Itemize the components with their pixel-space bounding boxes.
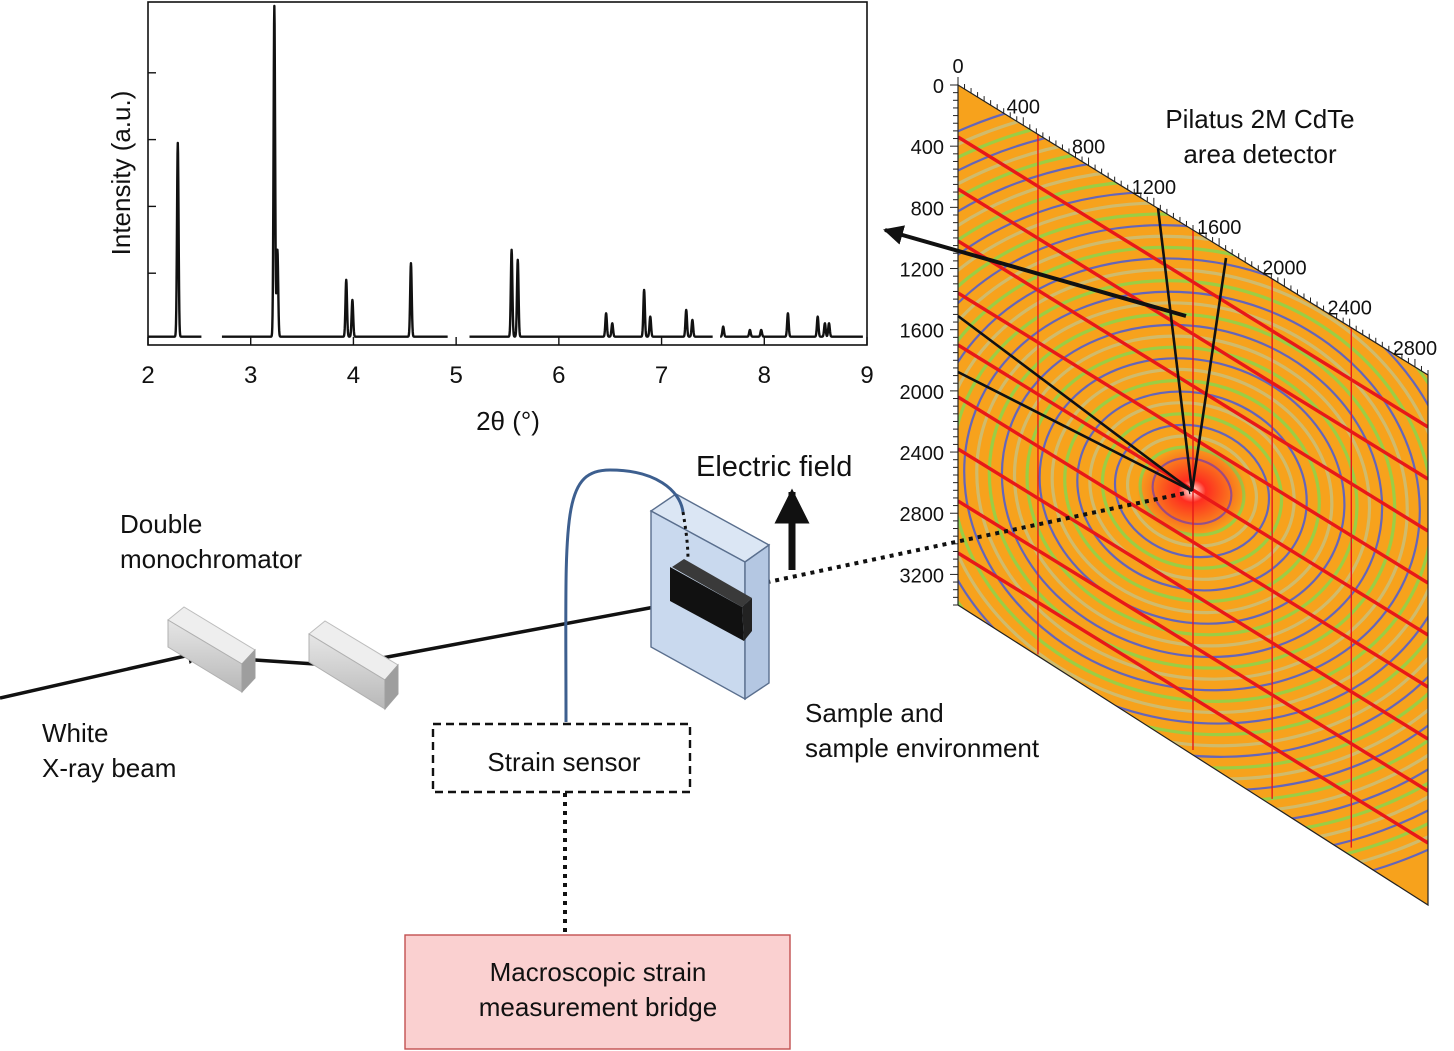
bridge-label-line2: measurement bridge xyxy=(479,992,717,1022)
x-tick-marks: 2 3 4 5 6 7 8 9 xyxy=(141,337,874,389)
chart-pointer-arrow xyxy=(883,225,1187,318)
trace-segment xyxy=(147,141,203,338)
electric-field-label: Electric field xyxy=(696,451,852,483)
detector-col-label: 2000 xyxy=(1262,257,1307,279)
detector-row-label: 2000 xyxy=(900,382,945,404)
xrd-pattern-chart: 2 3 4 5 6 7 8 9 Intensity (a.u.) 2θ (°) xyxy=(106,1,874,436)
detector-col-label: 1600 xyxy=(1197,217,1242,239)
diffraction-ring xyxy=(987,312,1397,670)
diffraction-ring xyxy=(1050,367,1334,615)
strain-sensor-box: Strain sensor xyxy=(431,722,692,794)
diffraction-trace xyxy=(147,4,864,338)
detector-col-label: 2400 xyxy=(1327,298,1372,320)
x-tick-label: 2 xyxy=(141,362,154,389)
detector-column-labels: 0 400 800 1200 1600 2000 2400 2800 xyxy=(952,56,1437,360)
detector-ruler-ticks xyxy=(950,77,1429,606)
measurement-bridge-box: Macroscopic strain measurement bridge xyxy=(404,934,791,1050)
trace-segment xyxy=(221,4,449,338)
sample-environment-line1: Sample and xyxy=(805,698,944,728)
area-detector: 0 400 800 1200 1600 2000 2400 2800 0 400 800 1200 1… xyxy=(883,56,1437,907)
x-tick-label: 9 xyxy=(860,362,873,389)
beam-path xyxy=(0,490,1191,700)
detector-row-labels: 0 400 800 1200 1600 2000 2400 2800 3200 xyxy=(900,76,945,587)
detector-row-label: 1200 xyxy=(900,260,945,282)
trace-segment xyxy=(719,312,864,338)
diffraction-ring xyxy=(1063,378,1321,604)
detector-col-label: 0 xyxy=(952,56,963,78)
beam-between-crystals xyxy=(254,658,316,666)
detector-row-label: 400 xyxy=(911,137,944,159)
y-axis-label: Intensity (a.u.) xyxy=(106,91,136,256)
diffraction-ring xyxy=(1113,423,1271,559)
sensor-cable xyxy=(564,468,685,723)
x-tick-label: 5 xyxy=(449,362,462,389)
detector-row-label: 2400 xyxy=(900,443,945,465)
diffraction-ring xyxy=(963,290,1421,692)
diffraction-ring xyxy=(958,267,1428,715)
beam-to-sample xyxy=(381,601,677,660)
detector-label-line2: area detector xyxy=(1183,139,1337,169)
detector-label-line1: Pilatus 2M CdTe xyxy=(1165,104,1354,134)
white-xray-line1: White xyxy=(42,718,108,748)
sample-environment-line2: sample environment xyxy=(805,733,1040,763)
x-tick-label: 3 xyxy=(244,362,257,389)
detector-row-label: 1600 xyxy=(900,321,945,343)
detector-col-label: 400 xyxy=(1007,96,1040,118)
double-monochromator-line2: monochromator xyxy=(120,544,302,574)
diffraction-ring xyxy=(958,257,1428,725)
diffraction-ring xyxy=(1125,434,1259,548)
diffraction-ring xyxy=(1038,357,1346,625)
diffraction-ring xyxy=(1100,412,1284,570)
diffraction-ring xyxy=(1088,401,1296,581)
sample-specimen xyxy=(670,559,752,641)
x-tick-label: 8 xyxy=(758,362,771,389)
trace-segment xyxy=(468,248,714,338)
white-xray-line2: X-ray beam xyxy=(42,753,176,783)
plot-frame xyxy=(147,1,868,346)
detector-row-label: 800 xyxy=(911,198,944,220)
diffraction-ring xyxy=(1076,390,1308,592)
x-tick-label: 6 xyxy=(552,362,565,389)
x-tick-label: 7 xyxy=(655,362,668,389)
y-tick-marks xyxy=(148,72,156,274)
bridge-label-line1: Macroscopic strain xyxy=(490,957,707,987)
strain-sensor-label: Strain sensor xyxy=(487,747,641,777)
detector-col-label: 800 xyxy=(1072,137,1105,159)
monochromator-crystal-1 xyxy=(167,606,256,694)
detector-row-label: 3200 xyxy=(900,565,945,587)
white-beam-arrow xyxy=(0,646,205,700)
detector-col-label: 1200 xyxy=(1132,177,1177,199)
sensor-cable-hidden xyxy=(681,511,690,561)
diffraction-ring xyxy=(958,279,1428,703)
detector-row-label: 2800 xyxy=(900,504,945,526)
detector-col-label: 2800 xyxy=(1393,338,1438,360)
x-tick-label: 4 xyxy=(347,362,360,389)
detector-row-label: 0 xyxy=(933,76,944,98)
double-monochromator-line1: Double xyxy=(120,509,202,539)
diffraction-cone-lines xyxy=(957,207,1228,493)
monochromator-crystal-2 xyxy=(308,620,399,711)
x-axis-label: 2θ (°) xyxy=(476,406,540,436)
